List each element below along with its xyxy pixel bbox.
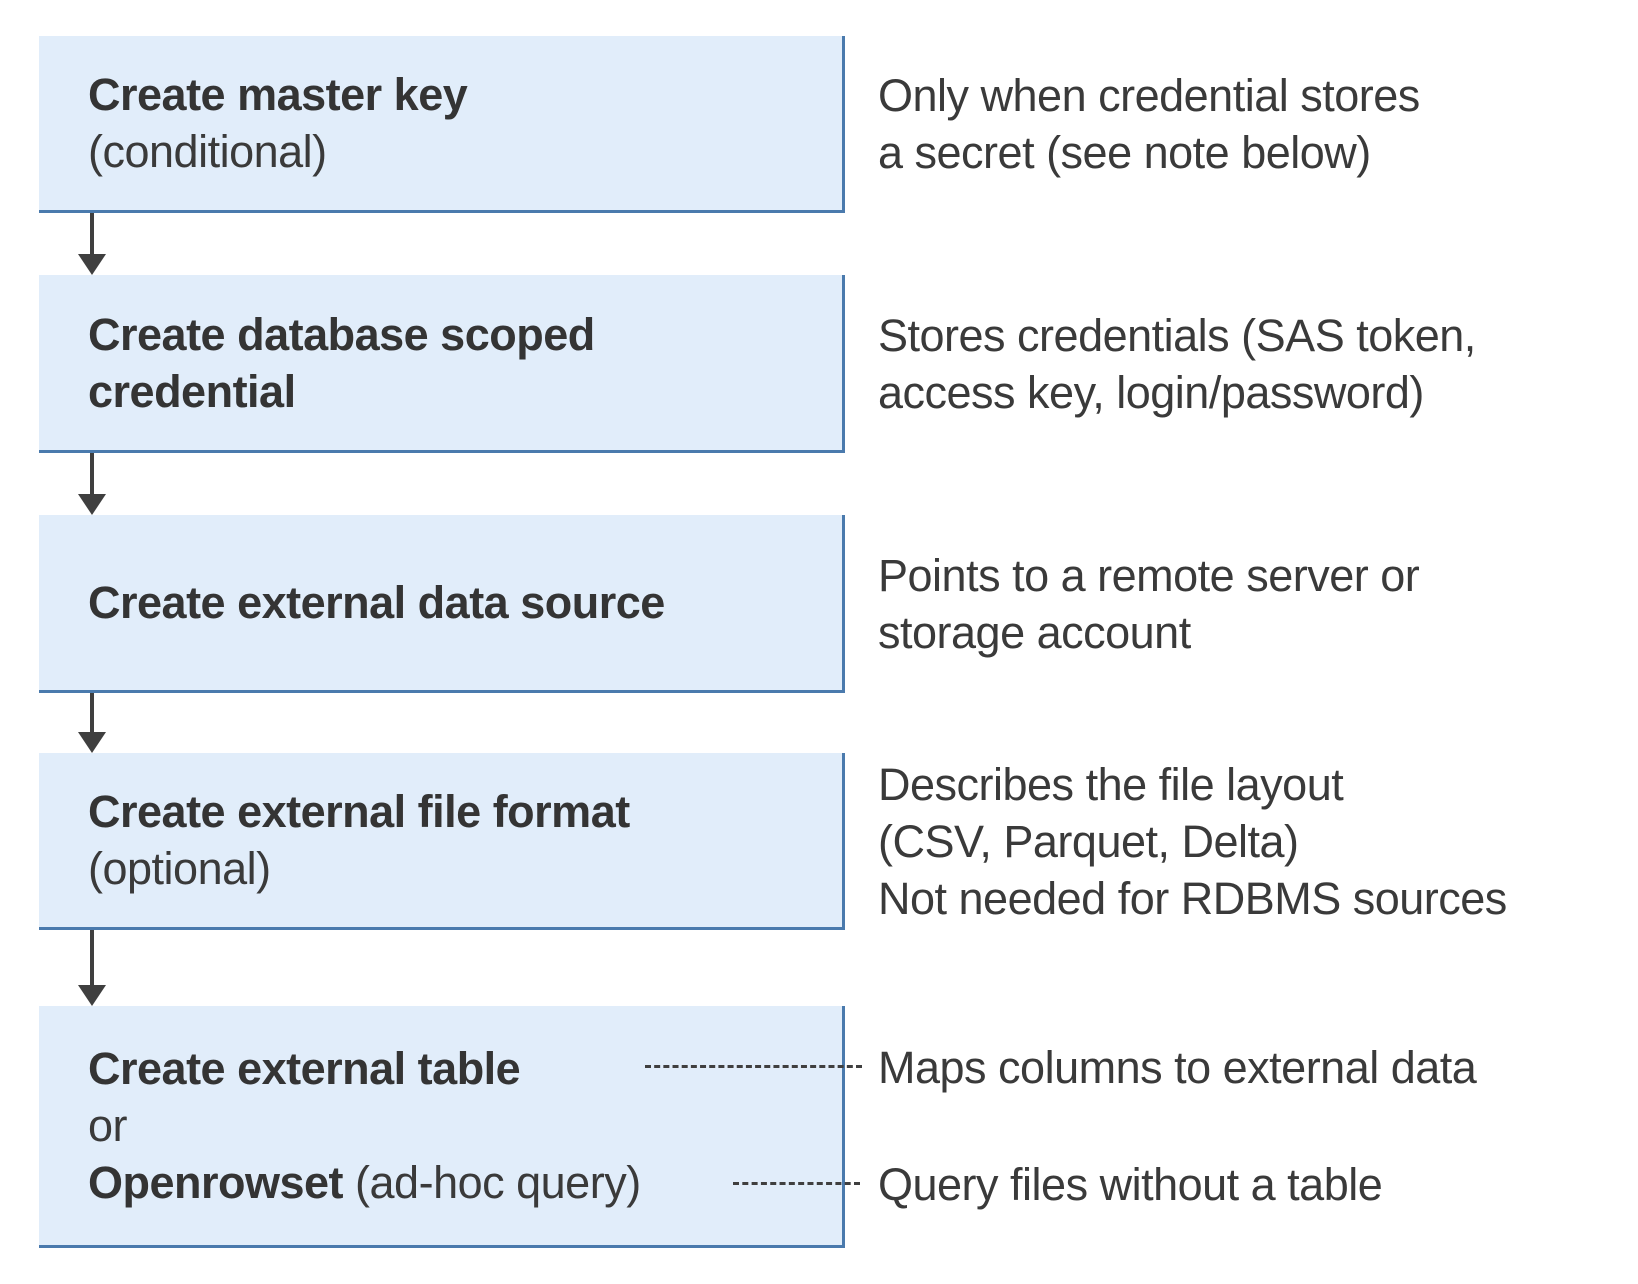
annotation-file-format: Describes the file layout (CSV, Parquet,…	[878, 756, 1507, 927]
step-or-label: or	[88, 1100, 128, 1151]
down-arrow-icon	[78, 693, 106, 753]
annotation-line: storage account	[878, 607, 1191, 658]
down-arrow-icon	[78, 930, 106, 1006]
step-title: credential	[88, 365, 296, 417]
annotation-line: Points to a remote server or	[878, 550, 1420, 601]
dashed-connector-external-table	[645, 1065, 862, 1068]
arrow-head	[78, 985, 106, 1006]
step-box-create-external-file-format: Create external file format (optional)	[39, 753, 845, 930]
step-qualifier: (conditional)	[88, 126, 327, 177]
step-title: Create database scoped	[88, 308, 595, 360]
arrow-head	[78, 732, 106, 753]
annotation-openrowset: Query files without a table	[878, 1156, 1383, 1213]
annotation-line: a secret (see note below)	[878, 127, 1371, 178]
step-alt-title: Openrowset	[88, 1157, 344, 1208]
step-title: Create external data source	[88, 577, 665, 628]
arrow-head	[78, 494, 106, 515]
step-alt-qualifier: (ad-hoc query)	[343, 1157, 641, 1208]
annotation-master-key: Only when credential stores a secret (se…	[878, 67, 1420, 181]
arrow-stem	[90, 453, 94, 494]
step-box-create-database-scoped-credential: Create database scoped credential	[39, 275, 845, 453]
annotation-line: access key, login/password)	[878, 367, 1424, 418]
annotation-line: Maps columns to external data	[878, 1042, 1477, 1093]
step-qualifier: (optional)	[88, 843, 271, 894]
down-arrow-icon	[78, 453, 106, 515]
annotation-data-source: Points to a remote server or storage acc…	[878, 547, 1420, 661]
arrow-head	[78, 254, 106, 275]
arrow-stem	[90, 930, 94, 985]
annotation-line: Describes the file layout	[878, 759, 1344, 810]
step-title: Create master key	[88, 69, 468, 120]
step-box-create-master-key: Create master key (conditional)	[39, 36, 845, 213]
step-box-create-external-table-or-openrowset: Create external table or Openrowset (ad-…	[39, 1006, 845, 1248]
step-alt-title-line: Openrowset (ad-hoc query)	[88, 1154, 842, 1211]
annotation-credential: Stores credentials (SAS token, access ke…	[878, 307, 1476, 421]
annotation-line: Query files without a table	[878, 1159, 1383, 1210]
dashed-connector-openrowset	[733, 1182, 860, 1185]
annotation-external-table: Maps columns to external data	[878, 1039, 1477, 1096]
arrow-stem	[90, 693, 94, 732]
step-box-create-external-data-source: Create external data source	[39, 515, 845, 693]
step-title: Create external file format	[88, 786, 630, 837]
annotation-line: Stores credentials (SAS token,	[878, 310, 1476, 361]
arrow-stem	[90, 213, 94, 254]
annotation-line: Only when credential stores	[878, 70, 1420, 121]
annotation-line: Not needed for RDBMS sources	[878, 873, 1507, 924]
step-title: Create external table	[88, 1043, 521, 1094]
down-arrow-icon	[78, 213, 106, 275]
annotation-line: (CSV, Parquet, Delta)	[878, 816, 1299, 867]
